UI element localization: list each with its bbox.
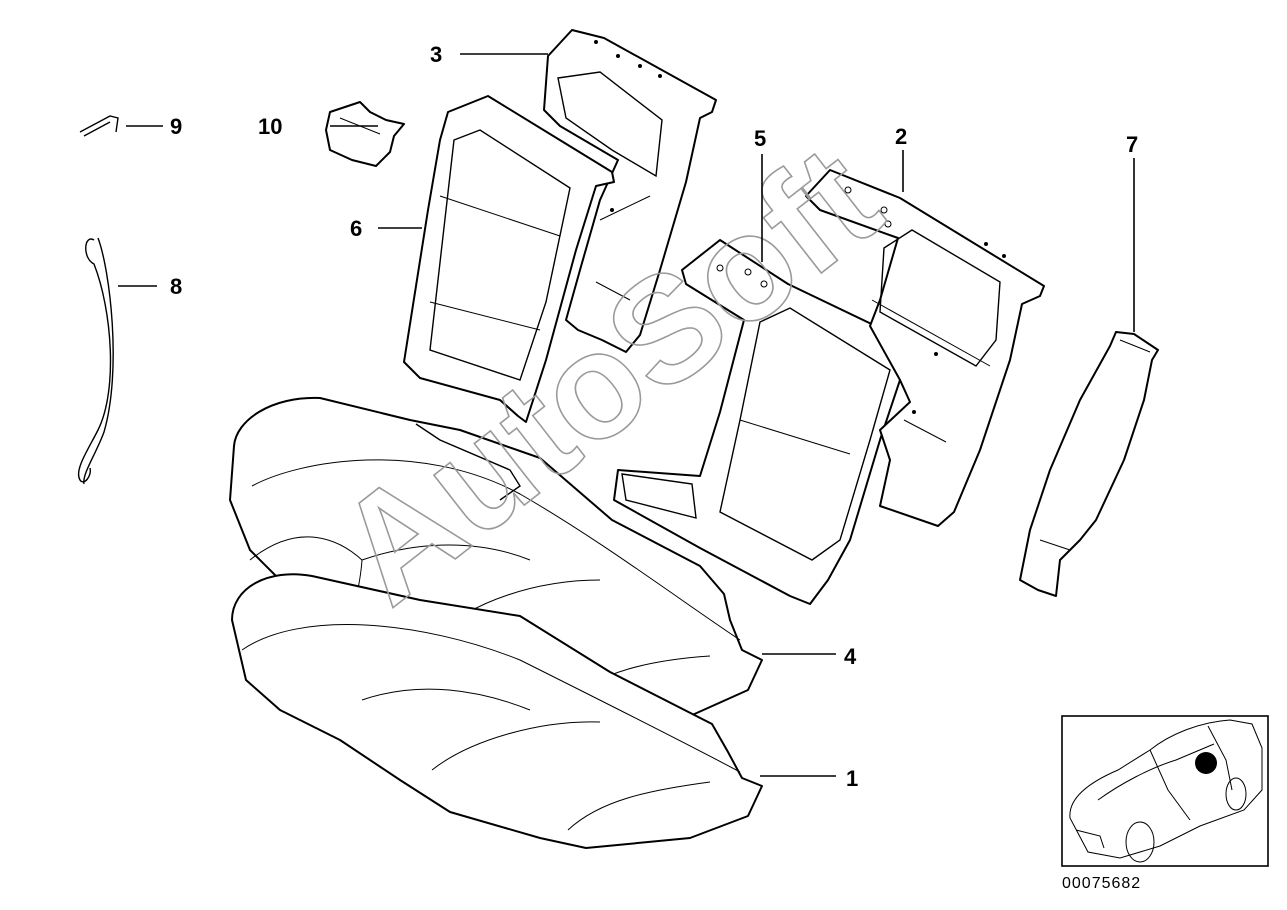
- callout-10: 10: [258, 114, 282, 139]
- part-1-seat-cushion-lower: [231, 573, 763, 849]
- part-9-clip: [79, 115, 119, 137]
- callout-leaders: [118, 53, 1135, 777]
- callout-7: 7: [1126, 132, 1138, 157]
- callout-1: 1: [846, 766, 858, 791]
- part-10-cover: [325, 101, 405, 167]
- callout-5: 5: [754, 126, 766, 151]
- callout-2: 2: [895, 124, 907, 149]
- image-code: 00075682: [1062, 875, 1141, 892]
- car-location-inset: [1061, 715, 1269, 867]
- part-2-backrest-frame: [805, 169, 1045, 527]
- part-3-backrest-frame: [543, 29, 717, 353]
- callout-8: 8: [170, 274, 182, 299]
- callout-9: 9: [170, 114, 182, 139]
- callout-6: 6: [350, 216, 362, 241]
- callout-3: 3: [430, 42, 442, 67]
- callout-4: 4: [844, 644, 857, 669]
- part-6-backrest-pad: [403, 95, 615, 423]
- seat-location-marker: [1195, 752, 1217, 774]
- part-8-wire: [77, 237, 114, 485]
- part-7-side-bolster: [1019, 331, 1159, 597]
